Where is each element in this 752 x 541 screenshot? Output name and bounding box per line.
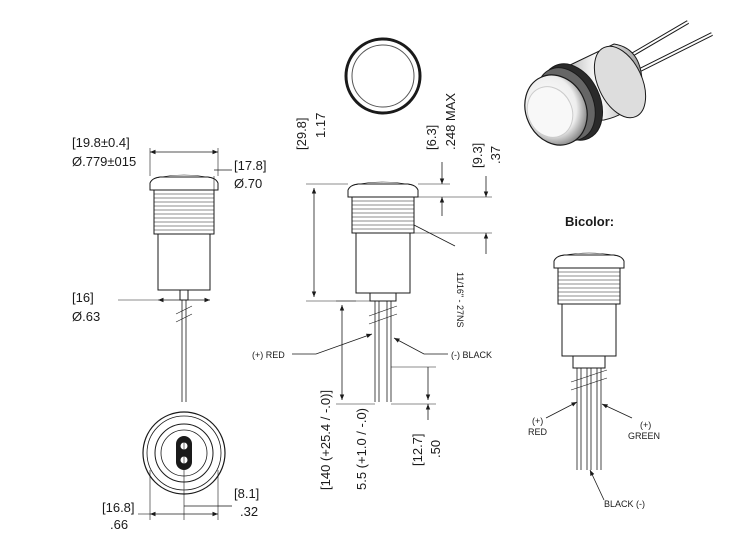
side-view-center (292, 162, 492, 420)
lead-length-label: [140 (+25.4 / -.0)] 5.5 (+1.0 / -.0) (318, 390, 369, 490)
bicolor-green-label: GREEN (628, 431, 660, 441)
mount-hole-metric: [16] (72, 290, 94, 305)
bicolor-red-label: RED (528, 427, 548, 437)
bicolor-green-plus: (+) (640, 420, 651, 430)
lower-body-center (355, 232, 411, 294)
lower-body (157, 233, 211, 291)
bicolor-view (545, 252, 633, 501)
red-lead-label: (+) RED (252, 350, 285, 360)
bottom-view (138, 411, 232, 520)
bezel-height-label: [6.3] .248 MAX (424, 93, 458, 150)
pin-pitch-imperial: .32 (240, 504, 258, 519)
thread-spec-label: 11/16" - 27NS (455, 272, 465, 328)
lead-spacing-label: [12.7] .50 (410, 433, 443, 466)
svg-text:.50: .50 (428, 440, 443, 458)
lens-cap-center (347, 183, 419, 198)
hex-width-imperial: .66 (110, 517, 128, 532)
front-view-lens (344, 37, 422, 115)
svg-text:1.17: 1.17 (313, 113, 328, 138)
thread-diameter-metric: [17.8] (234, 158, 267, 173)
bezel-diameter-imperial: Ø.779±015 (72, 154, 136, 169)
bicolor-red-plus: (+) (532, 416, 543, 426)
svg-text:.248 MAX: .248 MAX (443, 93, 458, 150)
thread-lines (154, 193, 214, 231)
threaded-body-center (351, 196, 415, 234)
lens-cap (149, 176, 219, 191)
svg-text:[9.3]: [9.3] (470, 143, 485, 168)
svg-text:[140 (+25.4 / -.0)]: [140 (+25.4 / -.0)] (318, 390, 333, 490)
bicolor-black-label: BLACK (-) (604, 499, 645, 509)
overall-height-label: [29.8] 1.17 (294, 113, 328, 150)
threaded-body (153, 189, 215, 235)
black-lead-label: (-) BLACK (451, 350, 492, 360)
isometric-view (524, 20, 713, 146)
mount-hole-imperial: Ø.63 (72, 309, 100, 324)
svg-text:[29.8]: [29.8] (294, 117, 309, 150)
svg-text:[12.7]: [12.7] (410, 433, 425, 466)
thread-length-label: [9.3] .37 (470, 143, 503, 168)
svg-text:[6.3]: [6.3] (424, 125, 439, 150)
hex-width-metric: [16.8] (102, 500, 135, 515)
thread-diameter-imperial: Ø.70 (234, 176, 262, 191)
svg-text:.37: .37 (488, 146, 503, 164)
svg-text:5.5 (+1.0 / -.0): 5.5 (+1.0 / -.0) (354, 408, 369, 490)
side-view-left (118, 148, 232, 402)
bicolor-title: Bicolor: (565, 214, 614, 229)
bezel-diameter-metric: [19.8±0.4] (72, 135, 130, 150)
pin-pitch-metric: [8.1] (234, 486, 259, 501)
